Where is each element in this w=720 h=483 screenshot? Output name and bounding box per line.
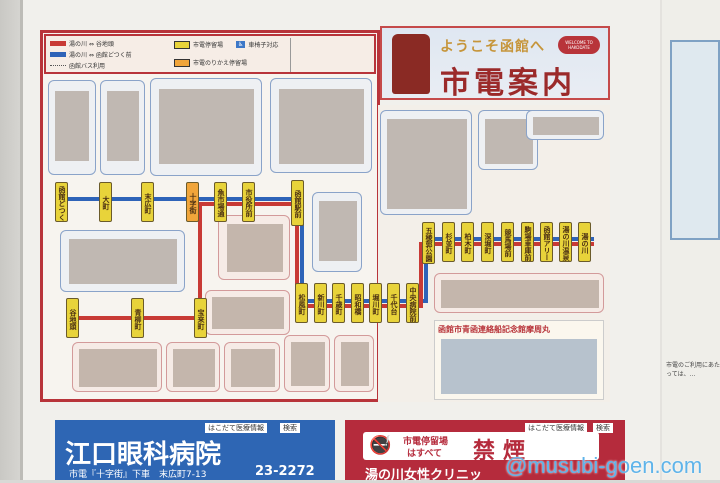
no-smoking-line1: 市電停留場 bbox=[403, 437, 449, 447]
adjacent-notice: 市電のご利用にあたっては、… bbox=[662, 0, 720, 480]
no-smoking-text: 禁煙 bbox=[473, 439, 534, 464]
illustration-panel bbox=[224, 342, 280, 392]
illustration-panel bbox=[334, 335, 374, 392]
illustration-panel bbox=[150, 78, 262, 176]
no-smoking-line2: はすべて bbox=[407, 449, 443, 459]
station[interactable]: 五稜郭公園前 bbox=[422, 222, 435, 264]
welcome-text: ようこそ函館へ bbox=[440, 39, 545, 55]
illustration-panel bbox=[72, 342, 162, 392]
illustration-panel bbox=[205, 290, 290, 335]
station[interactable]: 杉並町 bbox=[442, 222, 455, 262]
legend-transfer: 市電のりかえ停留場 bbox=[193, 60, 248, 67]
station[interactable]: 宝来町 bbox=[194, 298, 207, 338]
route2-line bbox=[295, 202, 299, 308]
ad-tag: はこだて医療情報 bbox=[205, 423, 267, 433]
route2-line bbox=[198, 202, 202, 320]
station[interactable]: 函館どつく前 bbox=[55, 182, 68, 222]
bus-swatch bbox=[50, 65, 66, 66]
legend-route5: 湯の川 ⇔ 函館どつく前 bbox=[69, 52, 132, 59]
station[interactable]: 松風町 bbox=[295, 283, 308, 323]
welcome-badge: WELCOME TO HAKODATE bbox=[558, 36, 600, 54]
station[interactable]: 駒場車庫前 bbox=[521, 222, 534, 262]
sightseeing-panel: 函館市青函連絡船記念館摩周丸 bbox=[378, 105, 610, 402]
clinic-access: 市電『十字街』下車 末広町7-13 bbox=[69, 470, 207, 480]
illustration-panel bbox=[48, 80, 96, 175]
ad-tag: はこだて医療情報 bbox=[525, 423, 587, 433]
legend-bus: 函館バス利用 bbox=[69, 63, 106, 70]
station[interactable]: 湯の川温泉 bbox=[559, 222, 572, 262]
illustration-panel bbox=[100, 80, 145, 175]
route5-line bbox=[424, 237, 428, 303]
search-tag: 検索 bbox=[280, 423, 300, 433]
station[interactable]: 魚市場通 bbox=[214, 182, 227, 222]
station[interactable]: 湯の川 bbox=[578, 222, 591, 262]
station[interactable]: 千歳町 bbox=[332, 283, 345, 323]
no-smoking-icon: 🚭 bbox=[369, 435, 392, 456]
route5-line bbox=[56, 197, 304, 201]
station[interactable]: 谷地頭 bbox=[66, 298, 79, 338]
station[interactable]: 競馬場前 bbox=[501, 222, 514, 262]
transfer-swatch bbox=[174, 58, 190, 67]
clinic-phone: 23-2272 bbox=[255, 464, 315, 479]
route5-line bbox=[300, 299, 428, 303]
map-title: 市電案内 bbox=[440, 66, 576, 101]
station[interactable]: 新川町 bbox=[314, 283, 327, 323]
illustration-panel bbox=[270, 78, 372, 173]
legend-route2: 湯の川 ⇔ 谷地頭 bbox=[69, 41, 114, 48]
station[interactable]: 柏木町 bbox=[461, 222, 474, 262]
mashumaru-title: 函館市青函連絡船記念館摩周丸 bbox=[438, 325, 550, 334]
wheelchair-icon: ♿ bbox=[236, 41, 246, 48]
station[interactable]: 大町 bbox=[99, 182, 112, 222]
title-banner: ようこそ函館へ 市電案内 WELCOME TO HAKODATE bbox=[380, 26, 610, 101]
watermark: @musubi-goen.com bbox=[505, 453, 703, 478]
station[interactable]: 堀川町 bbox=[369, 283, 382, 323]
station[interactable]: 深堀町 bbox=[481, 222, 494, 262]
illustration-panel bbox=[284, 335, 330, 392]
stop-swatch bbox=[174, 40, 190, 49]
no-smoking-ad: はこだて医療情報 検索 🚭 市電停留場 はすべて 禁煙 湯の川女性クリニッ bbox=[345, 420, 625, 483]
eguchi-eye-clinic-ad: はこだて医療情報 検索 江口眼科病院 市電『十字街』下車 末広町7-13 23-… bbox=[55, 420, 335, 480]
timetable-box bbox=[290, 38, 374, 72]
station[interactable]: 千代台 bbox=[387, 283, 400, 323]
station[interactable]: 昭和橋 bbox=[351, 283, 364, 323]
tram-illustration bbox=[392, 34, 430, 94]
route5-line bbox=[300, 197, 304, 303]
station[interactable]: 青柳町 bbox=[131, 298, 144, 338]
station[interactable]: 函館駅前 bbox=[291, 180, 304, 226]
illustration-panel bbox=[166, 342, 220, 392]
illustration-panel bbox=[218, 215, 290, 280]
legend-stop: 市電停留場 bbox=[193, 42, 224, 49]
clinic-name: 江口眼科病院 bbox=[65, 440, 222, 470]
route2-swatch bbox=[50, 41, 66, 46]
station[interactable]: 函館アリーナ前 bbox=[540, 222, 553, 262]
search-tag: 検索 bbox=[593, 423, 613, 433]
map-legend: 湯の川 ⇔ 谷地頭 湯の川 ⇔ 函館どつく前 函館バス利用 市電停留場 市電のり… bbox=[44, 34, 376, 74]
station[interactable]: 中央病院前 bbox=[406, 283, 419, 323]
notice-text: 市電のご利用にあたっては、… bbox=[666, 362, 720, 378]
route5-swatch bbox=[50, 52, 66, 57]
illustration-panel bbox=[312, 192, 362, 272]
mashumaru-panel: 函館市青函連絡船記念館摩周丸 bbox=[434, 320, 604, 400]
route2-line bbox=[419, 242, 423, 308]
station[interactable]: 市役所前 bbox=[242, 182, 255, 222]
clinic-name: 湯の川女性クリニッ bbox=[365, 468, 483, 483]
illustration-panel bbox=[60, 230, 185, 292]
legend-wheelchair: 車椅子対応 bbox=[248, 42, 279, 49]
station[interactable]: 末広町 bbox=[141, 182, 154, 222]
station-transfer[interactable]: 十字街 bbox=[186, 182, 199, 222]
